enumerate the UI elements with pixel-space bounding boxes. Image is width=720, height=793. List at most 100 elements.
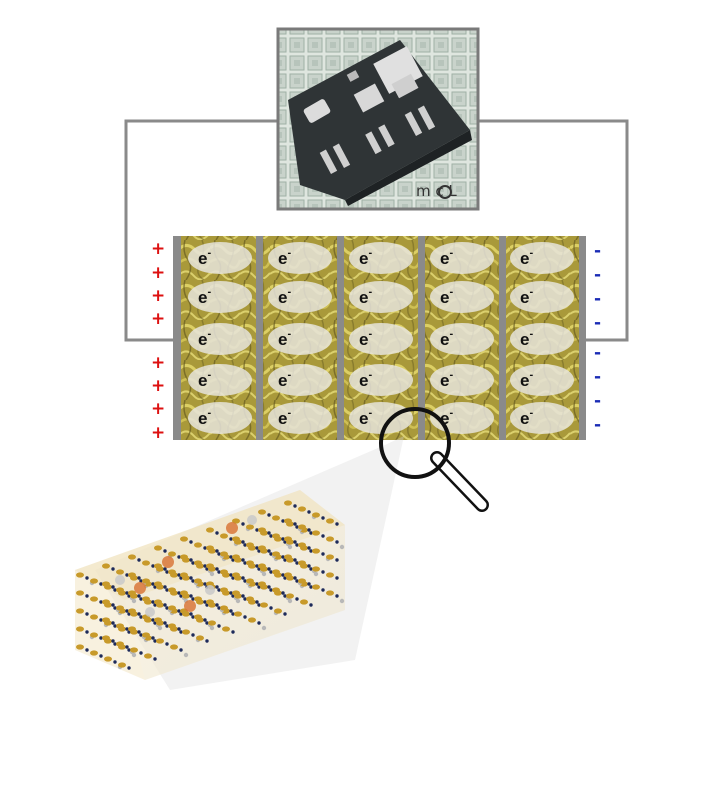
atom-gold bbox=[142, 560, 150, 566]
atom-blue bbox=[215, 531, 219, 535]
atom-gold bbox=[154, 581, 162, 587]
atom-blue bbox=[191, 597, 195, 601]
atom-blue bbox=[267, 585, 271, 589]
atom-blue bbox=[217, 606, 221, 610]
atom-blue bbox=[99, 636, 103, 640]
electron: e- bbox=[349, 242, 413, 274]
atom-blue bbox=[293, 558, 297, 562]
electron-label: e- bbox=[278, 286, 291, 307]
atom-gold bbox=[246, 542, 254, 548]
atom-gray bbox=[261, 625, 267, 631]
atom-blue bbox=[307, 546, 311, 550]
atom-gold bbox=[102, 581, 110, 587]
atom-blue bbox=[295, 579, 299, 583]
atom-gold bbox=[130, 647, 138, 653]
electron: e- bbox=[430, 364, 494, 396]
atom-blue bbox=[151, 564, 155, 568]
atom-blue bbox=[269, 588, 273, 592]
atom-gold bbox=[128, 572, 136, 578]
atom-gold bbox=[206, 545, 214, 551]
atom-blue bbox=[137, 558, 141, 562]
atom-gold bbox=[284, 554, 292, 560]
atom-gold bbox=[312, 566, 320, 572]
magnifier-icon bbox=[379, 407, 489, 512]
atom-gold bbox=[232, 590, 240, 596]
atom-blue bbox=[139, 633, 143, 637]
atom-blue bbox=[241, 594, 245, 598]
atom-blue bbox=[217, 552, 221, 556]
atom-blue bbox=[111, 621, 115, 625]
atom-blue bbox=[269, 606, 273, 610]
atom-gold bbox=[206, 527, 214, 533]
atom-blue bbox=[113, 660, 117, 664]
atom-gold bbox=[206, 581, 214, 587]
electron-label: e- bbox=[278, 369, 291, 390]
atom-blue bbox=[137, 630, 141, 634]
electron-label: e- bbox=[440, 369, 453, 390]
atom-gray bbox=[339, 544, 345, 550]
atom-blue bbox=[151, 618, 155, 622]
atom-blue bbox=[191, 615, 195, 619]
atom-blue bbox=[335, 558, 339, 562]
atom-gold bbox=[76, 626, 84, 632]
atom-blue bbox=[267, 567, 271, 571]
atom-gold bbox=[76, 572, 84, 578]
atom-gold bbox=[76, 644, 84, 650]
atom-blue bbox=[267, 513, 271, 517]
atom-blue bbox=[137, 612, 141, 616]
electron: e- bbox=[349, 281, 413, 313]
plus-sign: + bbox=[151, 286, 165, 306]
atom-gold bbox=[194, 614, 202, 620]
atom-gold bbox=[260, 602, 268, 608]
minus-sign: - bbox=[594, 241, 601, 261]
atom-gold bbox=[298, 578, 306, 584]
atom-blue bbox=[99, 654, 103, 658]
electron-label: e- bbox=[520, 286, 533, 307]
electron: e- bbox=[188, 242, 252, 274]
atom-blue bbox=[125, 645, 129, 649]
atom-gold bbox=[272, 515, 280, 521]
atom-gold bbox=[284, 536, 292, 542]
atom-blue bbox=[321, 516, 325, 520]
atom-large-gray bbox=[247, 515, 257, 525]
atom-gold bbox=[102, 563, 110, 569]
atom-gold bbox=[194, 542, 202, 548]
atom-blue bbox=[165, 606, 169, 610]
electron-label: e- bbox=[440, 286, 453, 307]
atom-gold bbox=[206, 599, 214, 605]
atom-blue bbox=[85, 648, 89, 652]
atom-blue bbox=[111, 567, 115, 571]
atom-gold bbox=[220, 551, 228, 557]
atom-gold bbox=[196, 635, 204, 641]
electron: e- bbox=[430, 281, 494, 313]
atom-gold bbox=[194, 578, 202, 584]
atom-blue bbox=[267, 531, 271, 535]
atom-blue bbox=[283, 612, 287, 616]
atom-blue bbox=[283, 594, 287, 598]
atom-blue bbox=[203, 618, 207, 622]
atom-gold bbox=[326, 554, 334, 560]
atom-gold bbox=[298, 542, 306, 548]
atom-gold bbox=[90, 650, 98, 656]
atom-blue bbox=[163, 603, 167, 607]
atom-gold bbox=[102, 635, 110, 641]
atom-blue bbox=[205, 639, 209, 643]
atom-blue bbox=[111, 639, 115, 643]
atom-gold bbox=[168, 623, 176, 629]
atom-blue bbox=[241, 522, 245, 526]
atom-blue bbox=[125, 573, 129, 577]
atom-blue bbox=[191, 561, 195, 565]
atom-gold bbox=[180, 590, 188, 596]
atom-large bbox=[134, 582, 146, 594]
atom-gold bbox=[232, 572, 240, 578]
electron-label: e- bbox=[440, 247, 453, 268]
atom-gold bbox=[298, 560, 306, 566]
electron-label: e- bbox=[520, 407, 533, 428]
atom-gold bbox=[76, 608, 84, 614]
plus-sign: + bbox=[151, 309, 165, 329]
electron: e- bbox=[510, 242, 574, 274]
atom-gold bbox=[90, 614, 98, 620]
atom-gold bbox=[272, 533, 280, 539]
atom-blue bbox=[257, 603, 261, 607]
atom-blue bbox=[163, 567, 167, 571]
